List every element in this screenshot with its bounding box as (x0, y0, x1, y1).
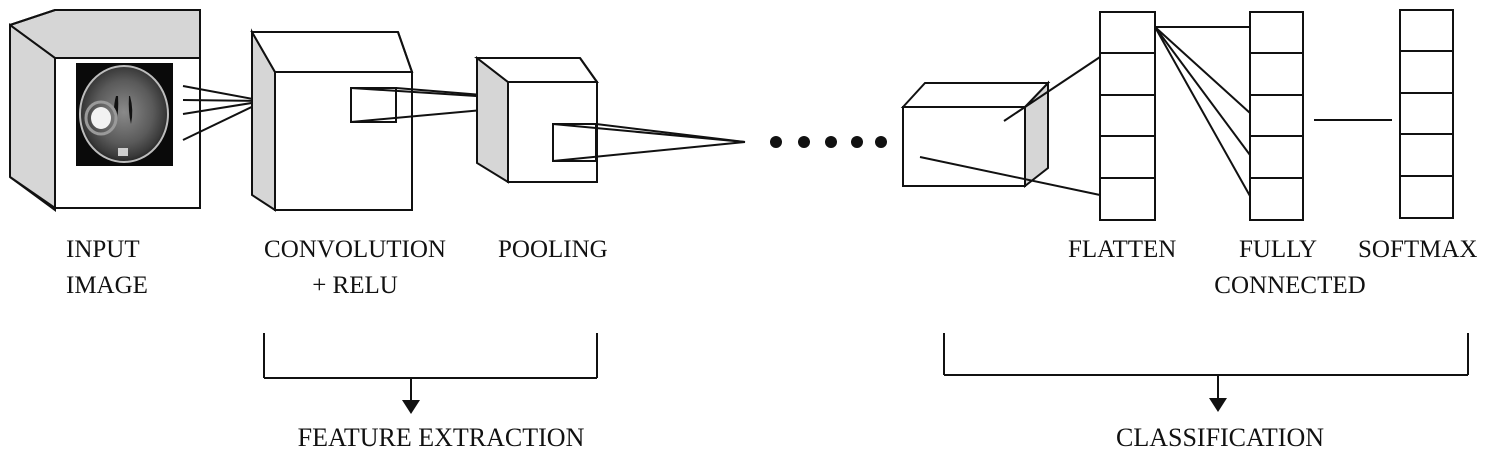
convolution-label: CONVOLUTION + RELU (246, 232, 464, 304)
flatten-to-fc-connectors (1154, 26, 1251, 197)
input-label-line1: INPUT (66, 236, 140, 263)
ellipsis-dots-icon (770, 136, 887, 148)
conv-label-line1: CONVOLUTION (264, 236, 446, 263)
pooling-label: POOLING (498, 236, 608, 263)
classification-label: CLASSIFICATION (1115, 423, 1325, 452)
final-feature-map-cube (900, 80, 1051, 189)
classification-bracket (943, 333, 1469, 400)
flatten-layer (1099, 11, 1156, 221)
pooling-cube (474, 55, 599, 184)
cube-to-flatten-connectors (919, 56, 1101, 196)
conv-label-line2: + RELU (312, 272, 398, 299)
softmax-label: SOFTMAX (1358, 236, 1478, 263)
classification-arrow-icon (1209, 398, 1227, 412)
input-image-label: INPUT IMAGE (66, 232, 148, 304)
fc-label-line2: CONNECTED (1214, 272, 1366, 299)
input-label-line2: IMAGE (66, 272, 148, 299)
flatten-label: FLATTEN (1068, 236, 1177, 263)
softmax-layer (1399, 9, 1454, 219)
brain-mri-icon (76, 63, 173, 166)
fully-connected-layer (1249, 11, 1304, 221)
input-to-conv-connectors (182, 85, 265, 141)
pool-kernel-window (552, 123, 746, 162)
fc-label-line1: FULLY (1238, 236, 1318, 263)
feature-extraction-arrow-icon (402, 400, 420, 414)
feature-extraction-bracket (263, 333, 598, 402)
fully-connected-label: FULLY CONNECTED (1190, 232, 1390, 304)
feature-extraction-label: FEATURE EXTRACTION (297, 423, 585, 452)
